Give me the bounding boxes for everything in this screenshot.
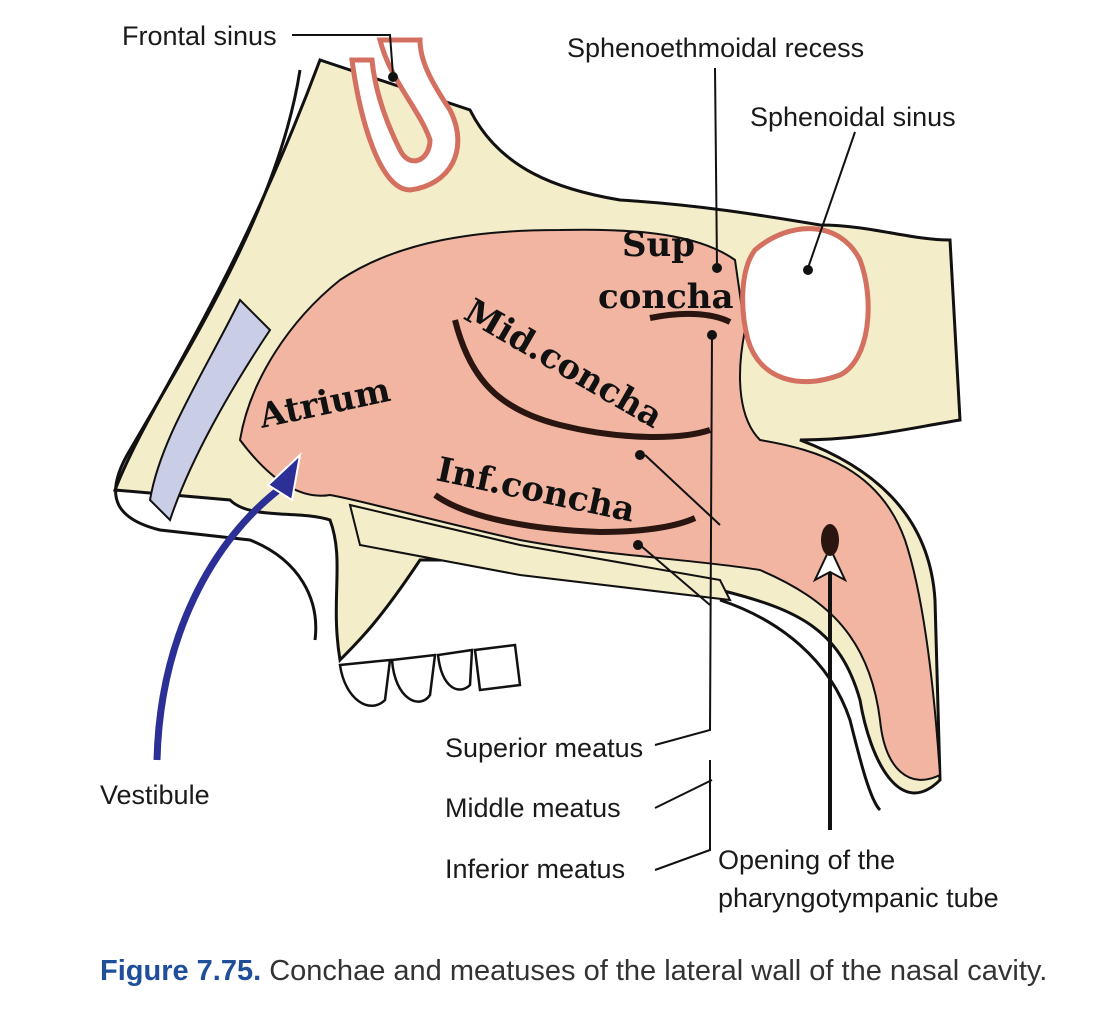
superior-meatus-label: Superior meatus: [445, 733, 643, 763]
middle-concha: [452, 319, 711, 440]
frontal-sinus: [349, 37, 461, 193]
leader-lines: [292, 34, 856, 871]
nasal-cartilage: [148, 298, 272, 522]
hard-palate: [348, 503, 732, 602]
frontal-sinus-label: Frontal sinus: [122, 21, 277, 51]
tube-label-line2: pharyngotympanic tube: [718, 883, 999, 913]
sphenoidal-sinus: [740, 226, 871, 384]
figure-number: Figure 7.75.: [100, 955, 262, 987]
figure-caption: Figure 7.75. Conchae and meatuses of the…: [100, 955, 1047, 988]
inferior-meatus-label: Inferior meatus: [445, 854, 625, 884]
inferior-concha: [433, 492, 697, 536]
vestibule-label: Vestibule: [100, 780, 210, 810]
nose-outline: [114, 69, 318, 641]
sup-concha-label: Sup: [622, 225, 695, 265]
sphenoethmoidal-recess-label: Sphenoethmoidal recess: [567, 33, 864, 63]
sphenoidal-sinus-label: Sphenoidal sinus: [750, 102, 956, 132]
middle-meatus-label: Middle meatus: [445, 793, 621, 823]
vestibule-arrowhead-icon: [266, 452, 302, 502]
superior-concha: [649, 310, 732, 325]
leader-dots: [388, 72, 813, 550]
vestibule-arrow: [153, 482, 288, 761]
tube-opening: [821, 524, 839, 556]
concha-label: concha: [598, 277, 734, 317]
teeth: [338, 643, 522, 707]
mucosa-region: [238, 228, 942, 781]
tube-label-line1: Opening of the: [718, 845, 895, 875]
tube-arrowhead-icon: [812, 545, 848, 583]
caption-text: Conchae and meatuses of the lateral wall…: [269, 955, 1048, 987]
soft-palate-outline: [719, 598, 882, 812]
